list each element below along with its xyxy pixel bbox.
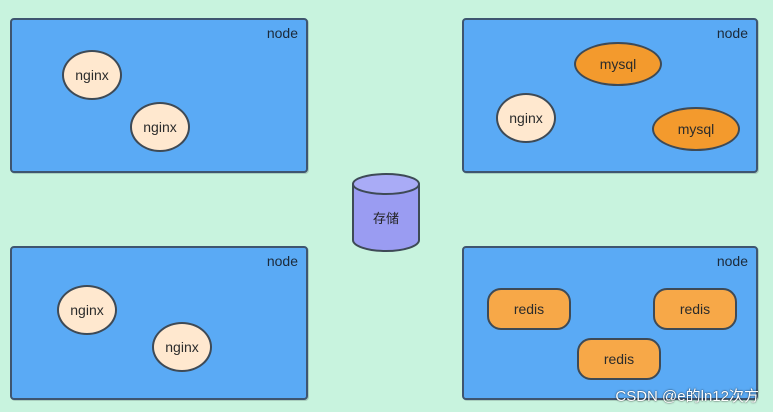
nginx-pod: nginx — [62, 50, 122, 100]
node-box-bottom-left: node nginx nginx — [10, 246, 308, 400]
mysql-pod: mysql — [652, 107, 740, 151]
node-label: node — [716, 253, 748, 269]
node-label: node — [266, 253, 298, 269]
node-label: node — [716, 25, 748, 41]
redis-pod: redis — [653, 288, 737, 330]
watermark-text: CSDN @e的ln12次方 — [615, 388, 759, 405]
node-box-top-right: node mysql nginx mysql — [462, 18, 758, 173]
nginx-pod: nginx — [130, 102, 190, 152]
redis-pod: redis — [577, 338, 661, 380]
node-label: node — [266, 25, 298, 41]
storage-cylinder-icon — [352, 173, 420, 252]
mysql-pod: mysql — [574, 42, 662, 86]
nginx-pod: nginx — [496, 93, 556, 143]
node-box-top-left: node nginx nginx — [10, 18, 308, 173]
storage-label: 存储 — [372, 211, 399, 226]
redis-pod: redis — [487, 288, 571, 330]
nginx-pod: nginx — [152, 322, 212, 372]
node-box-bottom-right: node redis redis redis — [462, 246, 758, 400]
nginx-pod: nginx — [57, 285, 117, 335]
